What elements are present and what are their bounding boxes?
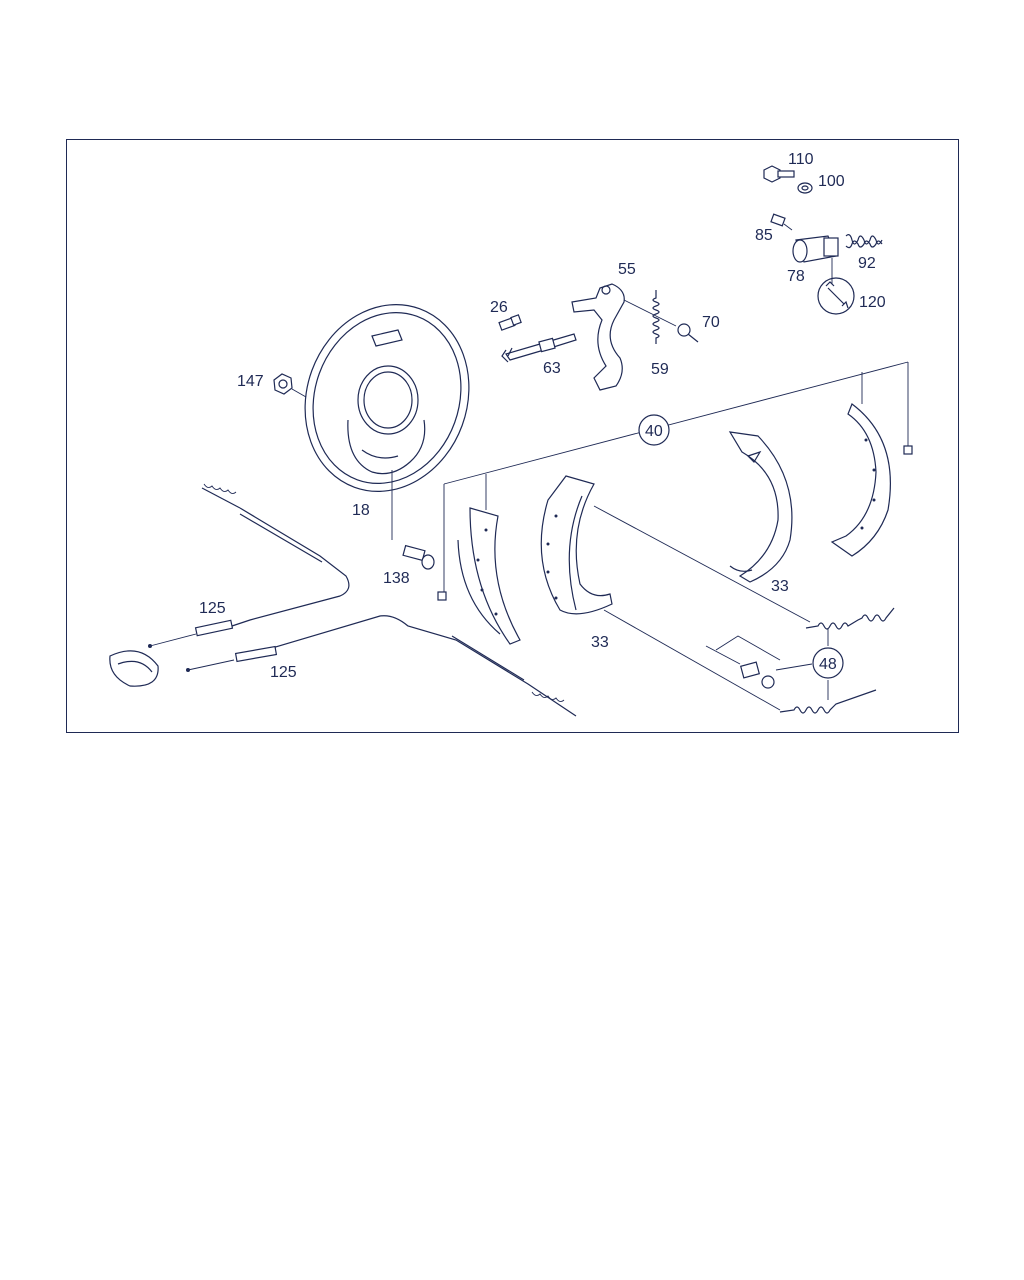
label-55: 55 bbox=[618, 261, 636, 278]
shoe-33-rear bbox=[728, 431, 793, 583]
bleeder-85 bbox=[770, 213, 793, 231]
label-100: 100 bbox=[818, 173, 845, 190]
label-85: 85 bbox=[755, 227, 773, 244]
spring-92 bbox=[845, 234, 883, 249]
label-125-lower: 125 bbox=[270, 664, 297, 681]
wrench-120 bbox=[817, 277, 855, 315]
grommet bbox=[109, 650, 159, 687]
label-138: 138 bbox=[383, 570, 410, 587]
label-120: 120 bbox=[859, 294, 886, 311]
label-147: 147 bbox=[237, 373, 264, 390]
clip-70 bbox=[623, 299, 699, 343]
bolt-110 bbox=[763, 165, 795, 183]
spring-lower bbox=[779, 689, 877, 714]
leader-line bbox=[593, 505, 811, 623]
adjuster-63 bbox=[501, 333, 577, 363]
spring-59 bbox=[652, 290, 660, 344]
label-40: 40 bbox=[645, 423, 663, 440]
label-63: 63 bbox=[543, 360, 561, 377]
label-110: 110 bbox=[788, 151, 814, 168]
label-33-front: 33 bbox=[591, 634, 609, 651]
label-59: 59 bbox=[651, 361, 669, 378]
washer-100 bbox=[797, 182, 813, 194]
bolt-138 bbox=[391, 470, 435, 570]
label-18: 18 bbox=[352, 502, 370, 519]
wheel-cylinder-78 bbox=[792, 235, 839, 284]
lining-left bbox=[457, 507, 521, 645]
label-92: 92 bbox=[858, 255, 876, 272]
shoe-33-front bbox=[540, 475, 613, 615]
label-26: 26 bbox=[490, 299, 508, 316]
diagram-frame bbox=[66, 139, 959, 733]
lining-right bbox=[830, 403, 891, 557]
label-48: 48 bbox=[819, 656, 837, 673]
cable-lower bbox=[186, 615, 577, 717]
cable-upper bbox=[148, 483, 350, 648]
label-125-upper: 125 bbox=[199, 600, 226, 617]
lever-55 bbox=[571, 283, 625, 391]
bracket-40 bbox=[437, 361, 913, 601]
pin-26 bbox=[498, 314, 522, 331]
leader-line bbox=[603, 609, 781, 711]
label-70: 70 bbox=[702, 314, 720, 331]
spring-upper bbox=[805, 607, 895, 630]
hardware-48 bbox=[705, 628, 844, 700]
label-33-rear: 33 bbox=[771, 578, 789, 595]
backing-plate bbox=[304, 304, 470, 492]
label-78: 78 bbox=[787, 268, 805, 285]
nut-147 bbox=[273, 373, 307, 398]
